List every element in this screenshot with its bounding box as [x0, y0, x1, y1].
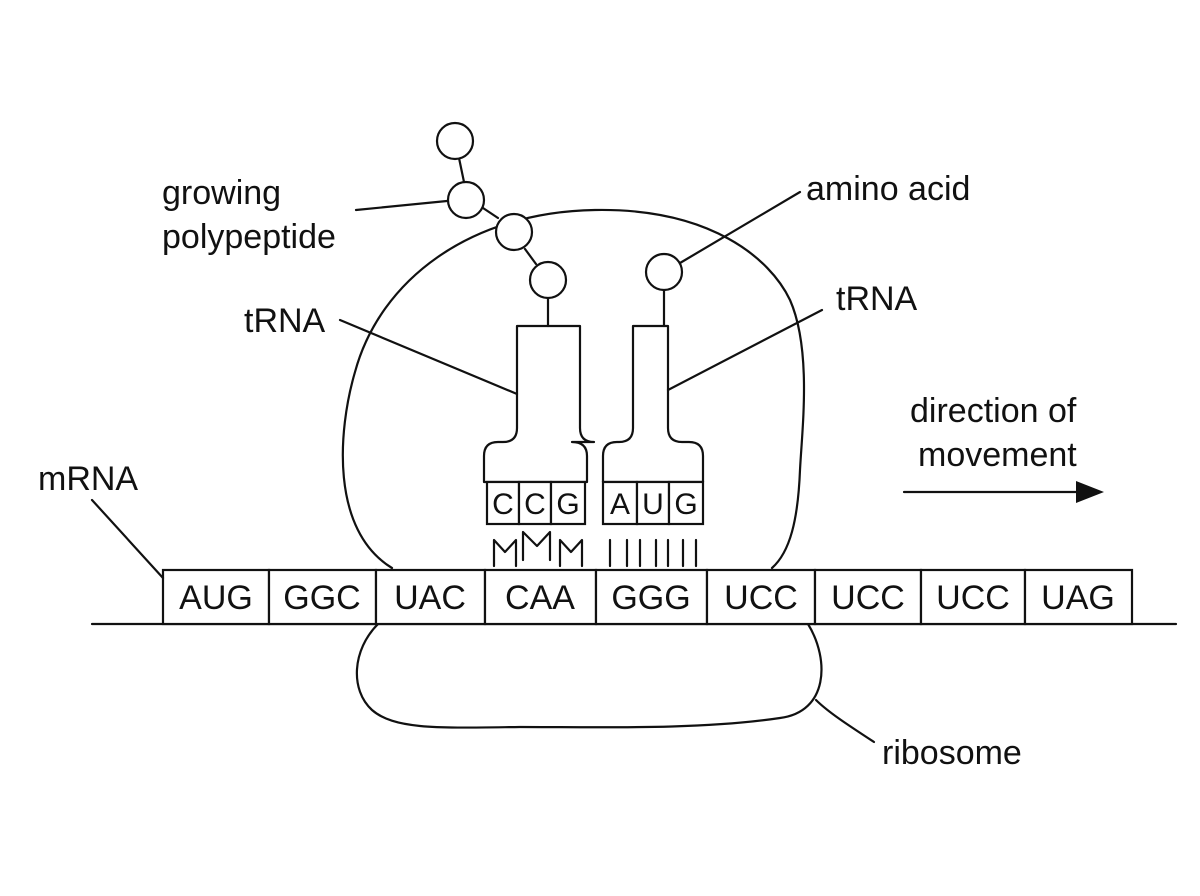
codon-box: [483, 568, 598, 626]
anticodon-box: [549, 480, 587, 526]
trna-right: A U G: [601, 288, 705, 568]
leader-line-ribosome: [814, 698, 876, 744]
codon-box: [374, 568, 487, 626]
anticodon-label: G: [556, 488, 579, 521]
leader-line-trna-left: [338, 318, 519, 396]
amino-acid-bead: [494, 212, 534, 252]
label-growing: growing: [162, 174, 281, 212]
anticodon-label: G: [674, 488, 697, 521]
codon-box: [813, 568, 923, 626]
codon-label: UAG: [1041, 579, 1115, 617]
codon-box: [1023, 568, 1134, 626]
trna-left: C C G: [482, 296, 596, 568]
label-ribosome: ribosome: [882, 734, 1022, 772]
anticodon-label: C: [524, 488, 546, 521]
amino-acid-bead: [446, 180, 486, 220]
direction-arrowhead: [1076, 481, 1104, 503]
anticodon-label: U: [642, 488, 664, 521]
label-trna-left: tRNA: [244, 302, 326, 340]
ribosome-large-subunit: [341, 208, 806, 570]
leader-line-mrna: [90, 498, 165, 580]
codon-label: UAC: [394, 579, 466, 617]
anticodon-label: A: [610, 488, 630, 521]
amino-acid-bead: [644, 252, 684, 292]
trna-right-body: [601, 324, 705, 484]
label-amino-acid: amino acid: [806, 170, 970, 208]
anticodon-box: [601, 480, 639, 526]
anticodon-box: [485, 480, 521, 526]
leader-line-trna-right: [666, 308, 824, 392]
codon-label: GGC: [283, 579, 360, 617]
amino-acid-bead: [528, 260, 568, 300]
codon-label: GGG: [611, 579, 690, 617]
leader-line-amino-acid: [678, 190, 802, 265]
label-trna-right: tRNA: [836, 280, 918, 318]
base-pair-bonds: [608, 538, 698, 568]
label-polypeptide: polypeptide: [162, 218, 336, 256]
codon-label: UCC: [724, 579, 798, 617]
anticodon-label: C: [492, 488, 514, 521]
codon-box: [919, 568, 1027, 626]
codon-label: UCC: [936, 579, 1010, 617]
polypeptide-chain: [435, 121, 568, 300]
trna-left-body: [482, 324, 596, 484]
amino-acid-bead: [435, 121, 475, 161]
anticodon-box: [517, 480, 553, 526]
ribosome-small-subunit: [355, 622, 823, 729]
label-direction: direction of: [910, 392, 1077, 430]
label-movement: movement: [918, 436, 1077, 474]
label-mrna: mRNA: [38, 460, 138, 498]
anticodon-box: [667, 480, 705, 526]
base-pair-bonds: [492, 530, 584, 568]
codon-box: [705, 568, 817, 626]
codon-label: AUG: [179, 579, 253, 617]
leader-line-polypeptide: [354, 199, 449, 212]
codon-label: UCC: [831, 579, 905, 617]
codon-label: CAA: [505, 579, 575, 617]
mrna-codon-row: AUG GGC UAC CAA GGG UCC UCC UCC UAG: [161, 568, 1134, 626]
